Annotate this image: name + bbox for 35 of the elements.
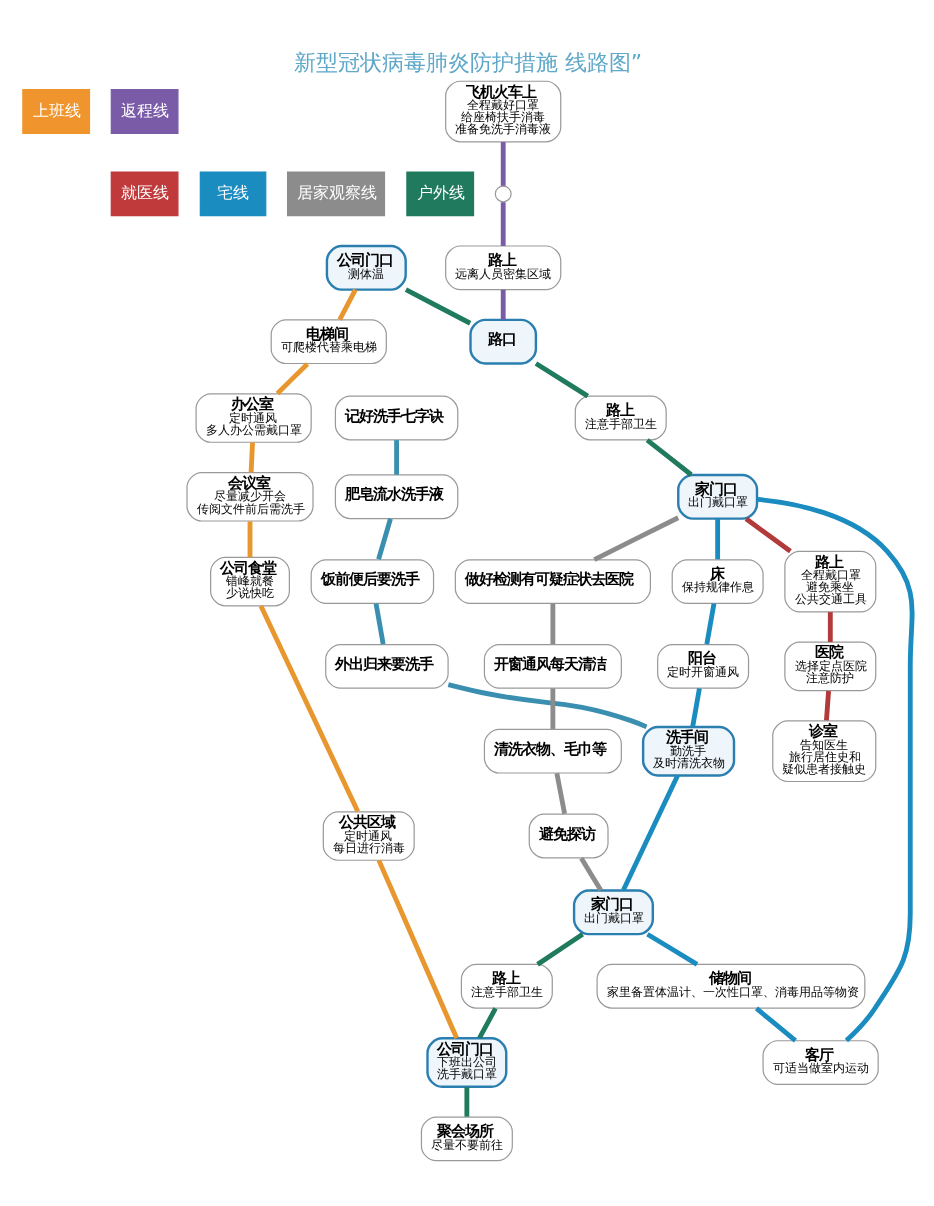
node-circle — [493, 184, 511, 202]
connector — [826, 611, 832, 641]
connector — [375, 517, 392, 559]
connector — [246, 520, 252, 557]
connector — [247, 441, 254, 472]
connector — [823, 689, 830, 720]
connector — [549, 687, 555, 728]
diagram-title: 新型冠状病毒肺炎防护措施 线路图” — [292, 48, 642, 75]
connector — [499, 141, 505, 185]
connector — [257, 604, 359, 812]
connector — [714, 517, 720, 559]
connector — [499, 201, 505, 245]
connector — [533, 360, 589, 398]
connector — [274, 361, 309, 395]
connector — [645, 931, 698, 966]
connector — [753, 1005, 796, 1042]
connector — [553, 771, 566, 814]
connector — [403, 286, 471, 325]
connector — [689, 686, 701, 726]
connector — [743, 515, 791, 553]
connector — [644, 437, 692, 476]
connector — [336, 287, 357, 320]
connector — [592, 514, 679, 561]
connector — [535, 931, 583, 966]
connector — [578, 855, 602, 891]
connector — [549, 602, 555, 644]
connector — [499, 288, 505, 319]
connector — [393, 439, 398, 474]
connector — [620, 773, 679, 891]
connector — [446, 681, 647, 729]
connector — [375, 858, 458, 1038]
connector — [463, 1086, 469, 1116]
connector — [703, 602, 716, 644]
connector — [476, 1006, 497, 1039]
connector — [372, 602, 385, 644]
